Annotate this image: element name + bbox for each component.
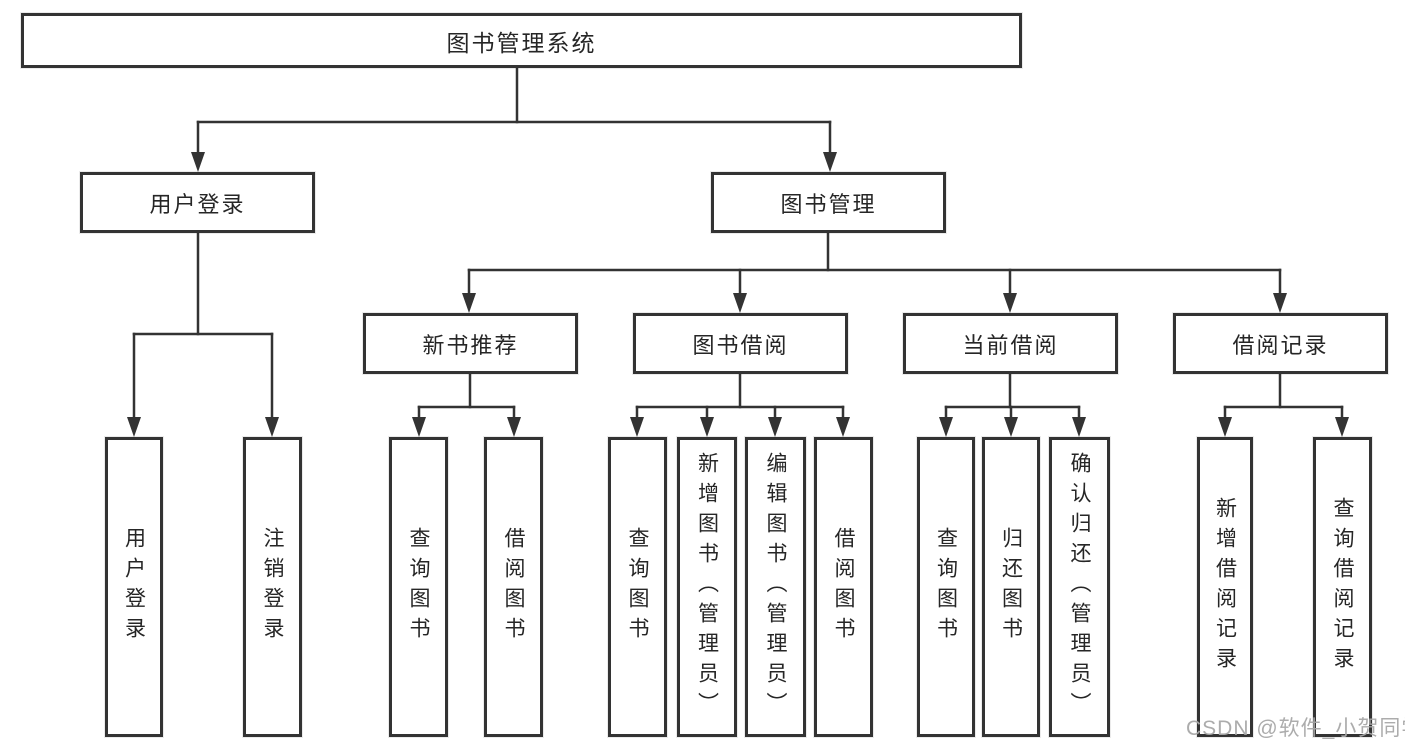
arrowheads <box>127 152 1349 437</box>
node-label: 归还图书 <box>999 527 1023 647</box>
node-label: 新增借阅记录 <box>1213 497 1237 677</box>
node-label: 借阅图书 <box>502 527 525 647</box>
leaf-query-book-recommend: 查询图书 <box>389 437 448 737</box>
node-label: 借阅图书 <box>832 527 855 647</box>
leaf-borrow-book-recommend: 借阅图书 <box>484 437 543 737</box>
node-label: 新书推荐 <box>422 332 519 358</box>
leaf-confirm-return-admin: 确认归还（管理员） <box>1049 437 1110 737</box>
node-label: 用户登录 <box>149 191 246 217</box>
leaf-borrow-book: 借阅图书 <box>814 437 873 737</box>
node-label: 查询图书 <box>934 527 958 647</box>
node-user-login: 用户登录 <box>80 172 315 233</box>
node-new-book-recommend: 新书推荐 <box>363 313 578 374</box>
node-book-borrowing: 图书借阅 <box>633 313 848 374</box>
node-label: 编辑图书（管理员） <box>764 452 787 722</box>
leaf-logout: 注销登录 <box>243 437 302 737</box>
leaf-query-borrow-record: 查询借阅记录 <box>1313 437 1372 737</box>
node-current-borrowing: 当前借阅 <box>903 313 1118 374</box>
node-label: 注销登录 <box>261 527 284 647</box>
leaf-query-book-current: 查询图书 <box>917 437 975 737</box>
leaf-user-login: 用户登录 <box>105 437 163 737</box>
node-label: 新增图书（管理员） <box>695 452 719 722</box>
node-label: 确认归还（管理员） <box>1068 452 1091 722</box>
node-label: 借阅记录 <box>1232 332 1329 358</box>
node-label: 当前借阅 <box>962 332 1059 358</box>
leaf-query-book-borrowing: 查询图书 <box>608 437 667 737</box>
node-label: 图书借阅 <box>692 332 789 358</box>
node-label: 查询图书 <box>407 527 430 647</box>
node-label: 查询借阅记录 <box>1331 497 1354 677</box>
node-book-management: 图书管理 <box>711 172 946 233</box>
node-library-system: 图书管理系统 <box>21 13 1022 68</box>
node-borrowing-records: 借阅记录 <box>1173 313 1388 374</box>
csdn-watermark: CSDN @软件_小贺同学 <box>1186 717 1405 740</box>
node-label: 图书管理 <box>780 191 877 217</box>
leaf-add-borrow-record: 新增借阅记录 <box>1197 437 1253 737</box>
leaf-edit-book-admin: 编辑图书（管理员） <box>745 437 806 737</box>
node-label: 用户登录 <box>122 527 146 647</box>
node-label: 查询图书 <box>626 527 649 647</box>
node-label: 图书管理系统 <box>446 29 597 56</box>
leaf-return-book: 归还图书 <box>982 437 1040 737</box>
leaf-add-book-admin: 新增图书（管理员） <box>677 437 737 737</box>
